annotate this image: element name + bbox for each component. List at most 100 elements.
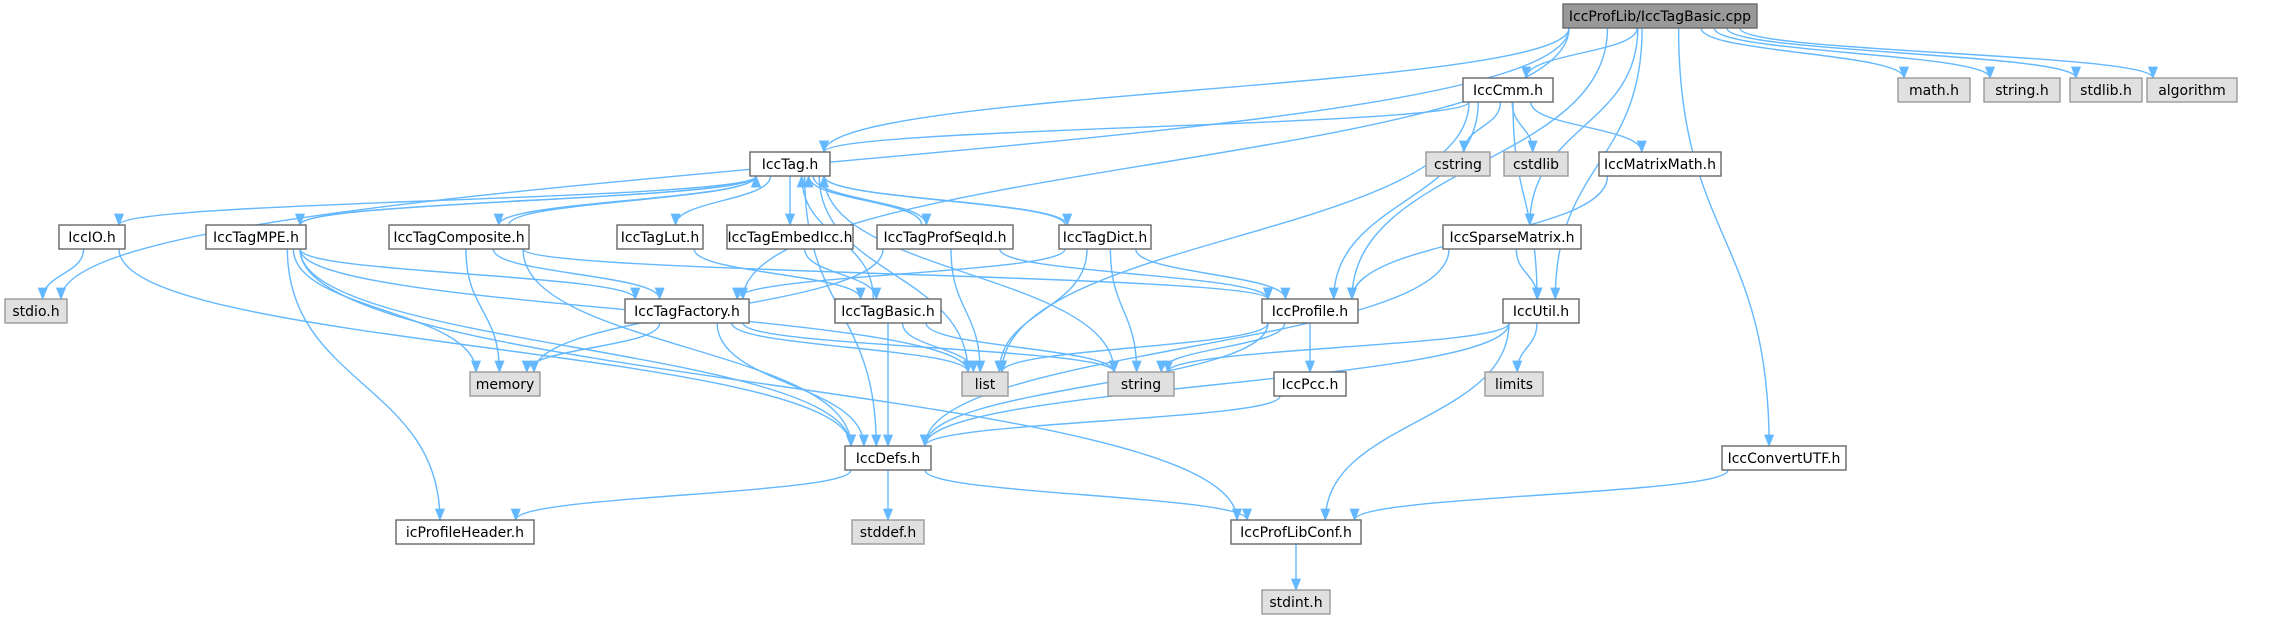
node-IccTagDict[interactable]: IccTagDict.h [1058, 224, 1152, 250]
node-box-IccProfLibConf [1230, 519, 1362, 545]
edge-IccUtil-to-IccDefs [920, 322, 1510, 448]
node-label-IccTagBasic: IccTagBasic.h [841, 304, 935, 320]
node-string: string [1107, 371, 1175, 397]
edge-IccTagBasic-to-list [901, 322, 979, 374]
node-label-IccTagDict: IccTagDict.h [1063, 230, 1147, 246]
node-box-cstring [1425, 151, 1491, 177]
node-box-list [961, 371, 1009, 397]
node-box-IccPcc [1273, 371, 1347, 397]
node-label-IccConvertUTF: IccConvertUTF.h [1728, 451, 1841, 467]
node-label-IccProfLibConf: IccProfLibConf.h [1240, 525, 1352, 541]
node-box-IccTagFactory [624, 298, 750, 324]
node-box-stdlibh [2069, 77, 2143, 103]
node-icProfileHeader[interactable]: icProfileHeader.h [395, 519, 535, 545]
node-label-IccTagEmbedIcc: IccTagEmbedIcc.h [728, 230, 853, 246]
node-box-IccCmm [1462, 77, 1554, 103]
node-IccSparseMatrix[interactable]: IccSparseMatrix.h [1442, 224, 1582, 250]
node-label-IccProfile: IccProfile.h [1272, 304, 1348, 320]
edge-IccTagMPE-to-IccProfLibConf [299, 248, 1242, 522]
node-box-stddefh [851, 519, 925, 545]
edge-IccTagFactory-to-IccDefs [716, 322, 869, 448]
node-IccIO[interactable]: IccIO.h [58, 224, 126, 250]
edge-IccTagComposite-to-memory [465, 248, 505, 374]
edge-IccTagComposite-to-IccTag [507, 174, 761, 226]
edge-IccTagProfSeqId-to-list [950, 248, 986, 374]
node-box-IccMatrixMath [1598, 151, 1722, 177]
node-box-IccUtil [1502, 298, 1580, 324]
node-box-IccTagLut [616, 224, 704, 250]
node-label-IccIO: IccIO.h [68, 230, 115, 246]
edge-root-to-stdlibh [1726, 27, 2081, 80]
edge-IccTag-to-IccTagLut [670, 175, 772, 227]
node-label-stdioh: stdio.h [12, 304, 59, 320]
node-IccDefs[interactable]: IccDefs.h [844, 445, 932, 471]
edge-IccConvertUTF-to-IccProfLibConf [1349, 469, 1729, 522]
node-root[interactable]: IccProfLib/IccTagBasic.cpp [1562, 3, 1758, 29]
edge-IccSparseMatrix-to-IccUtil [1515, 248, 1543, 301]
node-label-cstring: cstring [1434, 157, 1482, 173]
edge-IccSparseMatrix-to-IccDefs [920, 248, 1450, 448]
node-IccTagEmbedIcc[interactable]: IccTagEmbedIcc.h [726, 224, 854, 250]
edge-IccTagDict-to-IccTagFactory [732, 248, 1066, 301]
node-label-limits: limits [1495, 377, 1533, 393]
node-box-cstdlib [1503, 151, 1569, 177]
edge-IccDefs-to-IccProfLibConf [924, 469, 1252, 522]
edge-IccTagFactory-to-string [742, 322, 1119, 374]
edge-IccTagProfSeqId-to-IccProfile [999, 248, 1273, 301]
edge-IccTagMPE-to-IccDefs [299, 248, 856, 448]
node-label-stringh: string.h [1995, 83, 2049, 99]
node-IccPcc[interactable]: IccPcc.h [1273, 371, 1347, 397]
edge-IccTagBasic-to-string [925, 322, 1119, 374]
node-label-IccTag: IccTag.h [762, 157, 819, 173]
node-IccTagLut[interactable]: IccTagLut.h [616, 224, 704, 250]
node-IccTag[interactable]: IccTag.h [749, 151, 831, 177]
node-IccProfLibConf[interactable]: IccProfLibConf.h [1230, 519, 1362, 545]
edge-IccUtil-to-string [1163, 322, 1510, 374]
node-algorithm: algorithm [2146, 77, 2238, 103]
node-label-mathh: math.h [1909, 83, 1959, 99]
edge-IccUtil-to-limits [1512, 322, 1538, 374]
node-IccTagProfSeqId[interactable]: IccTagProfSeqId.h [876, 224, 1014, 250]
node-cstdlib: cstdlib [1503, 151, 1569, 177]
edge-IccTagDict-to-string [1109, 248, 1142, 374]
node-label-IccTagProfSeqId: IccTagProfSeqId.h [883, 230, 1006, 246]
edge-IccTagMPE-to-memory [292, 248, 482, 374]
edge-IccCmm-to-IccTag [819, 101, 1470, 154]
node-IccUtil[interactable]: IccUtil.h [1502, 298, 1580, 324]
node-label-IccUtil: IccUtil.h [1513, 304, 1569, 320]
node-IccProfile[interactable]: IccProfile.h [1261, 298, 1359, 324]
node-box-mathh [1897, 77, 1971, 103]
node-stdinth: stdint.h [1261, 589, 1331, 615]
edge-root-to-IccCmm [1521, 27, 1638, 80]
node-box-IccConvertUTF [1721, 445, 1847, 471]
edge-IccTag-to-string [823, 175, 1120, 374]
edge-IccTagLut-to-IccTagBasic [693, 248, 866, 301]
node-box-IccTagBasic [834, 298, 942, 324]
node-label-IccSparseMatrix: IccSparseMatrix.h [1450, 230, 1575, 246]
node-IccCmm[interactable]: IccCmm.h [1462, 77, 1554, 103]
node-IccConvertUTF[interactable]: IccConvertUTF.h [1721, 445, 1847, 471]
edge-IccTagEmbedIcc-to-IccTagBasic [804, 248, 882, 301]
edge-IccTagComposite-to-IccTagFactory [492, 248, 665, 301]
edge-IccTagDict-to-IccProfile [1135, 248, 1291, 301]
node-stdlibh: stdlib.h [2069, 77, 2143, 103]
node-label-stddefh: stddef.h [860, 525, 916, 541]
edge-IccTagMPE-to-icProfileHeader [286, 248, 445, 522]
node-label-list: list [975, 377, 996, 393]
node-IccTagFactory[interactable]: IccTagFactory.h [624, 298, 750, 324]
edge-IccTagComposite-to-IccDefs [522, 248, 857, 448]
node-box-IccSparseMatrix [1442, 224, 1582, 250]
node-label-string: string [1121, 377, 1161, 393]
node-label-root: IccProfLib/IccTagBasic.cpp [1569, 9, 1751, 25]
node-IccTagMPE[interactable]: IccTagMPE.h [205, 224, 307, 250]
node-IccTagBasic[interactable]: IccTagBasic.h [834, 298, 942, 324]
edges-layer [37, 27, 2158, 592]
node-IccTagComposite[interactable]: IccTagComposite.h [388, 224, 530, 250]
edge-IccTagProfSeqId-to-IccTag [803, 174, 923, 226]
node-IccMatrixMath[interactable]: IccMatrixMath.h [1598, 151, 1722, 177]
node-stdioh: stdio.h [4, 298, 68, 324]
edge-IccIO-to-stdioh [37, 248, 85, 301]
edge-IccTagDict-to-IccTag [819, 174, 1066, 226]
node-stringh: string.h [1983, 77, 2061, 103]
